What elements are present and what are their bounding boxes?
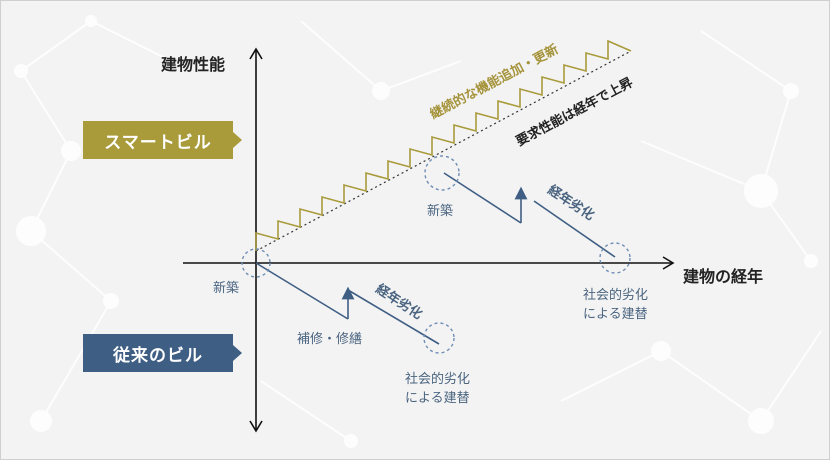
conv-social-label-1: 社会的劣化 (405, 371, 470, 387)
x-axis-arrow (662, 256, 675, 270)
smart-new-build-label: 新築 (427, 203, 453, 219)
conv-decline-line-1 (255, 262, 349, 320)
requirement-trend-line (255, 50, 632, 252)
requirement-rise-label: 要求性能は経年で上昇 (513, 74, 635, 149)
conv-replacement-circle (423, 322, 455, 354)
feature-update-label: 継続的な機能追加・更新 (427, 41, 561, 122)
smart-building-badge: スマートビル (83, 121, 242, 159)
smart-decline-line-2 (533, 200, 616, 258)
repair-label: 補修・修繕 (297, 331, 362, 347)
y-axis-arrow-bottom (249, 420, 263, 433)
smart-deterioration-label: 経年劣化 (545, 182, 597, 224)
conv-deterioration-label: 経年劣化 (373, 281, 425, 323)
smart-replacement-circle (599, 242, 631, 274)
x-axis-label: 建物の経年 (683, 267, 763, 286)
smart-decline-line-1 (443, 172, 522, 224)
smart-social-label-2: による建替 (583, 307, 648, 322)
smart-social-label-1: 社会的劣化 (583, 287, 648, 303)
smart-sawtooth-line (255, 39, 632, 251)
origin-new-build-circle (241, 248, 271, 278)
conventional-building-badge: 従来のビル (83, 334, 242, 372)
y-axis-label: 建物性能 (161, 55, 225, 74)
conv-new-build-label: 新築 (213, 280, 239, 296)
background-network (14, 15, 822, 448)
conv-social-label-2: による建替 (405, 391, 470, 406)
y-axis-arrow-top (249, 47, 263, 60)
smart-new-build-circle (424, 155, 460, 191)
